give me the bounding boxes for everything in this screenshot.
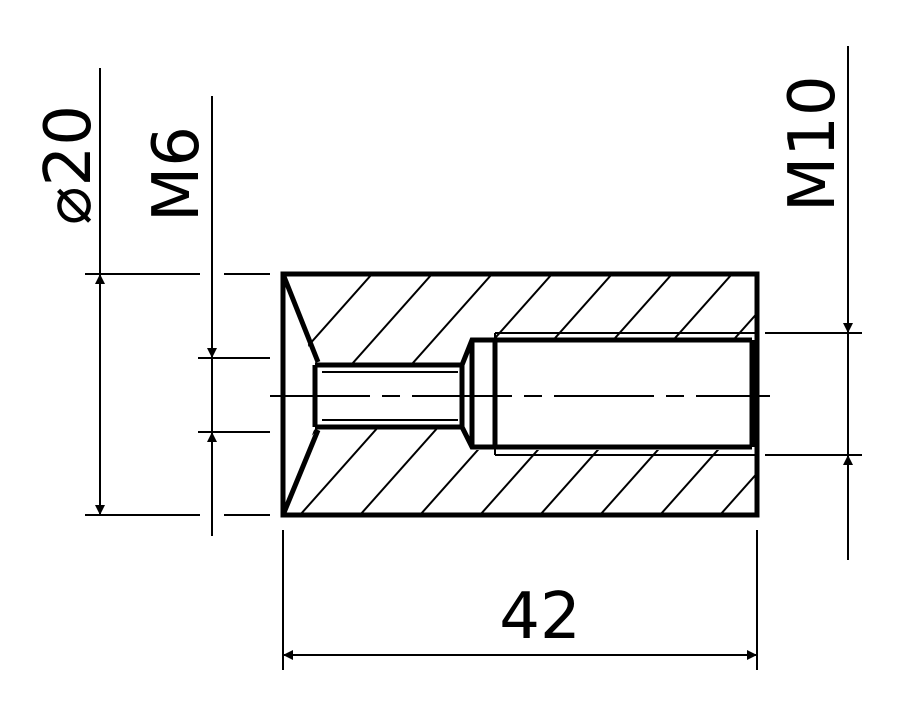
dim-diameter-20: ⌀20	[32, 105, 106, 225]
part-outline	[280, 271, 760, 518]
hatch-bottom	[283, 427, 757, 515]
extension-lines	[85, 273, 862, 670]
dimension-lines	[95, 46, 853, 660]
svg-text:⌀20: ⌀20	[32, 105, 106, 225]
diameter-symbol: ⌀	[32, 186, 106, 225]
dim-m6: M6	[140, 126, 214, 222]
thread-lines	[322, 332, 757, 456]
length-label: 42	[499, 580, 580, 654]
dim-m10: M10	[776, 75, 850, 212]
hatch-top	[283, 274, 757, 365]
m10-label: M10	[776, 75, 850, 212]
diameter-value: 20	[32, 105, 106, 186]
m6-label: M6	[140, 126, 214, 222]
